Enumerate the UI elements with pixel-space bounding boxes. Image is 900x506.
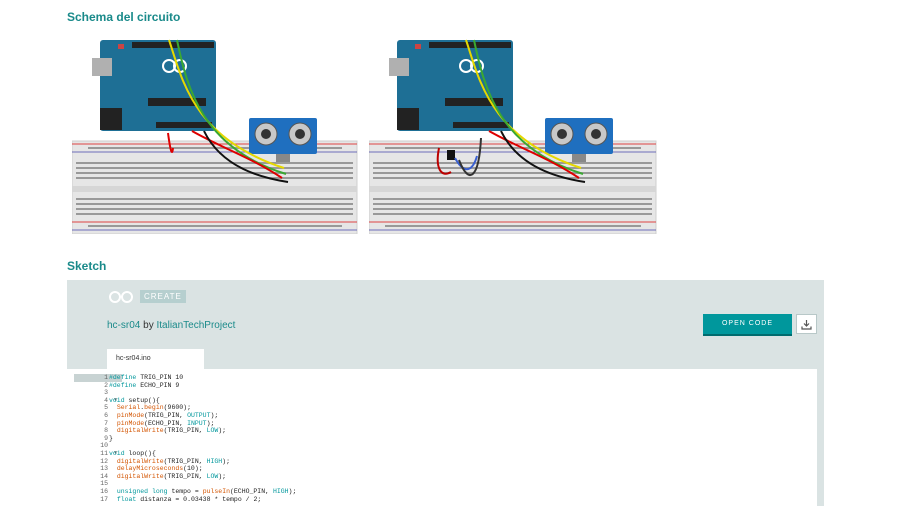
line-number: 17 bbox=[100, 495, 108, 503]
download-button[interactable] bbox=[796, 314, 817, 334]
line-number: 15 bbox=[100, 480, 108, 488]
arduino-board bbox=[92, 40, 216, 131]
line-number: 8 bbox=[104, 427, 108, 435]
code-line: delayMicroseconds(10); bbox=[116, 465, 203, 473]
line-number: 11▼ bbox=[100, 449, 117, 457]
fold-arrow-icon[interactable]: ▼ bbox=[113, 396, 117, 403]
line-number: 3 bbox=[104, 389, 108, 397]
line-number: 12 bbox=[100, 457, 108, 465]
sketch-title-line: hc-sr04 by ItalianTechProject bbox=[107, 320, 235, 331]
code-line: digitalWrite(TRIG_PIN, LOW); bbox=[116, 472, 227, 480]
code-line: pinMode(TRIG_PIN, OUTPUT); bbox=[116, 411, 219, 419]
code-line bbox=[109, 442, 296, 450]
line-number: 4▼ bbox=[104, 396, 117, 404]
code-embed: CREATE hc-sr04 by ItalianTechProject OPE… bbox=[67, 280, 824, 506]
code-line: #define ECHO_PIN 9 bbox=[109, 381, 180, 389]
author-link[interactable]: ItalianTechProject bbox=[156, 320, 236, 331]
code-line: digitalWrite(TRIG_PIN, HIGH); bbox=[116, 457, 230, 465]
code-lines: #define TRIG_PIN 10#define ECHO_PIN 9 voi… bbox=[109, 374, 296, 503]
circuit-section-title: Schema del circuito bbox=[67, 10, 181, 24]
code-line bbox=[109, 389, 296, 397]
breadboard bbox=[369, 140, 657, 234]
code-line bbox=[109, 480, 296, 488]
line-number: 2 bbox=[104, 381, 108, 389]
line-number: 5 bbox=[104, 404, 108, 412]
line-number: 16 bbox=[100, 487, 108, 495]
hc-sr04-sensor bbox=[545, 118, 613, 162]
code-line: digitalWrite(TRIG_PIN, LOW); bbox=[116, 427, 227, 435]
file-tab[interactable]: hc-sr04.ino bbox=[107, 349, 204, 369]
download-icon bbox=[801, 319, 812, 330]
hc-sr04-sensor bbox=[249, 118, 317, 162]
code-line: void setup(){ bbox=[109, 396, 160, 404]
create-logo[interactable]: CREATE bbox=[108, 290, 186, 303]
arduino-logo-icon bbox=[109, 290, 133, 303]
circuit-diagram-basic bbox=[72, 39, 358, 234]
code-line: void loop(){ bbox=[109, 449, 156, 457]
code-line: #define TRIG_PIN 10 bbox=[109, 374, 184, 381]
breadboard bbox=[72, 140, 358, 234]
line-number: 10 bbox=[100, 442, 108, 450]
wires bbox=[167, 39, 289, 183]
wires bbox=[436, 39, 586, 183]
fold-arrow-icon[interactable]: ▼ bbox=[113, 449, 117, 456]
open-code-button[interactable]: OPEN CODE bbox=[703, 314, 792, 336]
code-line: unsigned long tempo = pulseIn(ECHO_PIN, … bbox=[116, 487, 297, 495]
code-line: pinMode(ECHO_PIN, INPUT); bbox=[116, 419, 215, 427]
temperature-sensor bbox=[447, 150, 455, 160]
line-number: 6 bbox=[104, 411, 108, 419]
code-line: Serial.begin(9600); bbox=[116, 404, 191, 412]
arduino-board bbox=[389, 40, 513, 131]
line-number: 1 bbox=[74, 374, 122, 382]
by-label: by bbox=[143, 320, 154, 331]
line-number: 14 bbox=[100, 472, 108, 480]
create-label: CREATE bbox=[140, 290, 186, 303]
code-line: float distanza = 0.03438 * tempo / 2; bbox=[116, 495, 262, 503]
circuit-diagram-with-sensor bbox=[369, 39, 657, 234]
sketch-section-title: Sketch bbox=[67, 259, 107, 273]
code-line: } bbox=[109, 434, 113, 442]
line-number: 13 bbox=[100, 465, 108, 473]
project-name-link[interactable]: hc-sr04 bbox=[107, 320, 141, 331]
line-number: 7 bbox=[104, 419, 108, 427]
line-number: 9 bbox=[104, 434, 108, 442]
